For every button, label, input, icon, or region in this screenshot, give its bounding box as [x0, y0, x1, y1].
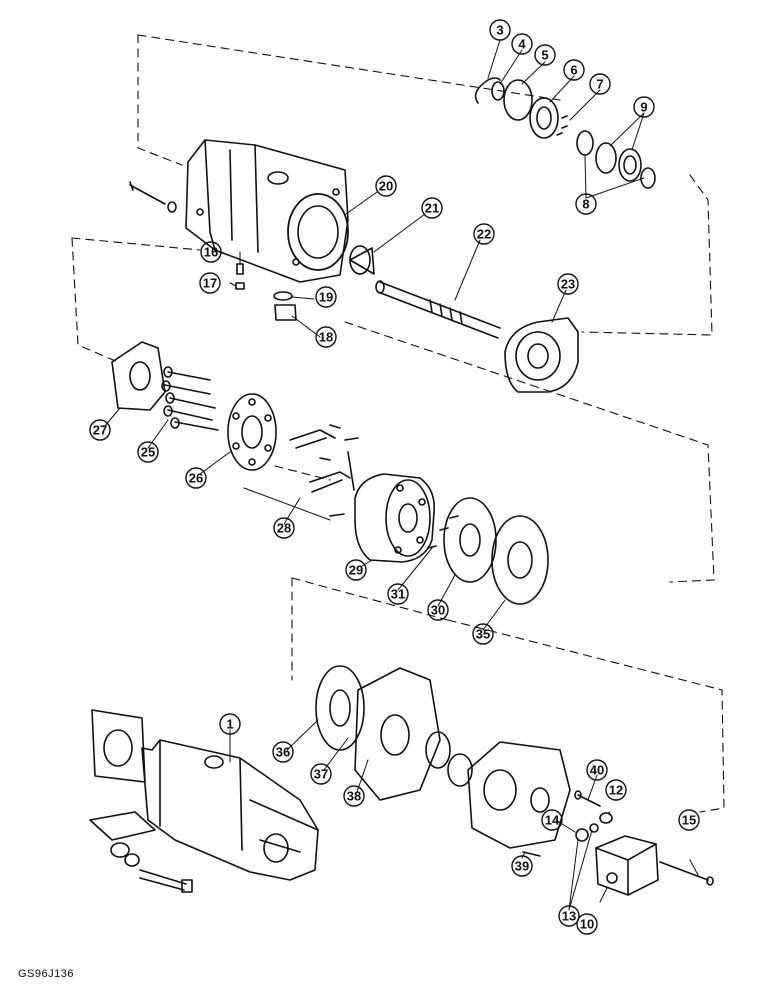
figure-id: GS96J136 — [18, 968, 74, 980]
callout-17: 17 — [203, 276, 217, 291]
housing-bolt — [129, 181, 177, 213]
callout-22: 22 — [477, 227, 491, 242]
callout-15: 15 — [682, 813, 696, 828]
drive-shaft — [375, 280, 501, 339]
callout-27: 27 — [93, 423, 107, 438]
bearing-cup — [425, 731, 473, 787]
callout-6: 6 — [570, 63, 577, 78]
callout-14: 14 — [545, 813, 560, 828]
seal-parts-top — [474, 77, 656, 189]
callout-23: 23 — [561, 277, 575, 292]
callout-39: 39 — [515, 859, 529, 874]
callout-29: 29 — [349, 563, 363, 578]
group-outline-top — [137, 34, 713, 336]
end-cap — [467, 741, 571, 849]
callout-5: 5 — [541, 48, 548, 63]
callout-19: 19 — [319, 290, 333, 305]
callout-18: 18 — [319, 330, 333, 345]
callout-25: 25 — [141, 445, 155, 460]
callout-4: 4 — [518, 37, 526, 52]
callout-9: 9 — [640, 100, 647, 115]
pump-housing — [185, 139, 349, 283]
callout-31: 31 — [391, 587, 405, 602]
callout-1: 1 — [226, 717, 233, 732]
callout-28: 28 — [277, 521, 291, 536]
cap-screw — [139, 869, 193, 893]
callout-37: 37 — [314, 767, 328, 782]
oring-19 — [273, 291, 293, 301]
callout-21: 21 — [425, 201, 439, 216]
piston-set-25 — [161, 366, 219, 431]
callout-12: 12 — [609, 783, 623, 798]
plug-17 — [235, 282, 245, 290]
bracket-parts-28 — [243, 424, 359, 521]
valve-plate-30 — [443, 497, 497, 583]
pin-16 — [236, 263, 244, 275]
gasket-38 — [354, 667, 441, 801]
callout-20: 20 — [379, 179, 393, 194]
gasket-27 — [111, 341, 166, 411]
bolt-15 — [659, 861, 714, 886]
screw-39 — [522, 851, 541, 857]
callout-38: 38 — [347, 789, 361, 804]
callout-13: 13 — [562, 909, 576, 924]
pump-assembly-1 — [89, 709, 319, 881]
callout-30: 30 — [431, 603, 445, 618]
pins-31 — [427, 515, 459, 549]
callout-3: 3 — [496, 23, 503, 38]
cylinder-block-29 — [354, 473, 436, 563]
valve-plate-35 — [491, 515, 549, 605]
valve-block-10 — [595, 835, 659, 896]
swashplate-housing — [504, 317, 579, 393]
callout-circles — [89, 19, 700, 935]
retainer-plate-26 — [227, 393, 277, 471]
callout-26: 26 — [189, 471, 203, 486]
callout-7: 7 — [596, 77, 603, 92]
orings-13-14 — [575, 823, 599, 842]
callout-36: 36 — [276, 745, 290, 760]
callout-16: 16 — [204, 245, 218, 260]
valve-plate-36 — [315, 665, 365, 751]
callout-35: 35 — [476, 627, 490, 642]
bolt-40 — [574, 790, 601, 807]
callout-40: 40 — [590, 763, 604, 778]
group-outline-bottom — [291, 577, 725, 813]
oring-12 — [599, 812, 613, 824]
washers-nut — [110, 842, 140, 867]
callout-10: 10 — [580, 917, 594, 932]
callout-8: 8 — [582, 197, 589, 212]
plug-18 — [274, 304, 297, 321]
bearing-cone — [349, 245, 375, 275]
